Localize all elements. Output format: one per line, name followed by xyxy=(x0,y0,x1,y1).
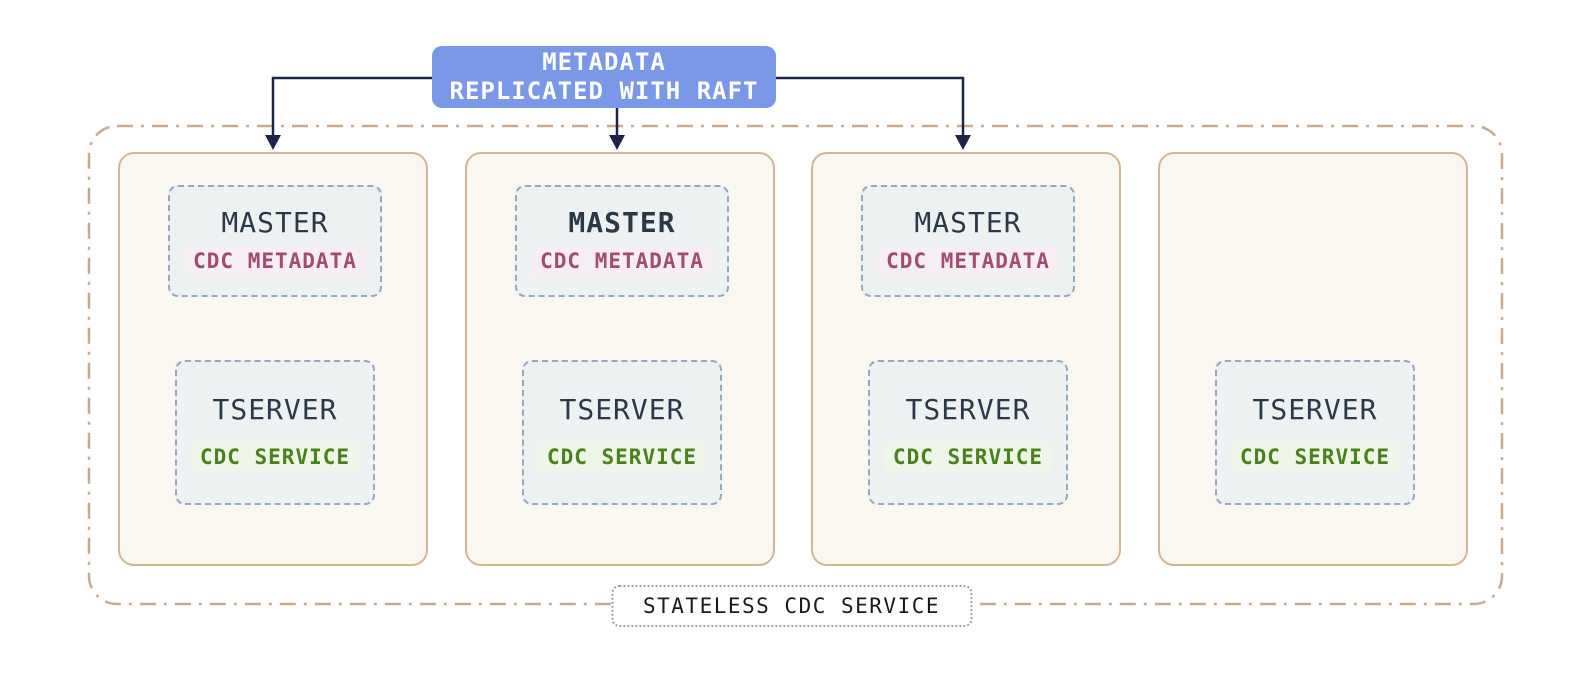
node-3: MASTER CDC METADATA TSERVER CDC SERVICE xyxy=(811,152,1121,566)
cdc-metadata-badge: CDC METADATA xyxy=(531,246,713,276)
cdc-metadata-badge: CDC METADATA xyxy=(184,246,366,276)
arrowhead-node-1 xyxy=(265,135,281,150)
cdc-service-badge: CDC SERVICE xyxy=(1230,442,1400,472)
master-label: MASTER xyxy=(221,206,329,239)
tserver-label: TSERVER xyxy=(212,393,338,426)
tserver-box: TSERVER CDC SERVICE xyxy=(522,360,722,505)
master-label: MASTER xyxy=(568,206,676,239)
node-2: MASTER CDC METADATA TSERVER CDC SERVICE xyxy=(465,152,775,566)
metadata-raft-line1: METADATA xyxy=(542,47,666,76)
master-box: MASTER CDC METADATA xyxy=(168,185,382,297)
node-1: MASTER CDC METADATA TSERVER CDC SERVICE xyxy=(118,152,428,566)
tserver-label: TSERVER xyxy=(559,393,685,426)
tserver-box: TSERVER CDC SERVICE xyxy=(175,360,375,505)
tserver-label: TSERVER xyxy=(1252,393,1378,426)
metadata-raft-box: METADATA REPLICATED WITH RAFT xyxy=(432,46,776,108)
arrowhead-node-3 xyxy=(955,135,971,150)
master-box: MASTER CDC METADATA xyxy=(861,185,1075,297)
tserver-box: TSERVER CDC SERVICE xyxy=(1215,360,1415,505)
master-label: MASTER xyxy=(914,206,1022,239)
cdc-service-badge: CDC SERVICE xyxy=(883,442,1053,472)
cdc-metadata-badge: CDC METADATA xyxy=(877,246,1059,276)
tserver-box: TSERVER CDC SERVICE xyxy=(868,360,1068,505)
metadata-raft-line2: REPLICATED WITH RAFT xyxy=(449,77,759,105)
tserver-label: TSERVER xyxy=(905,393,1031,426)
node-4: TSERVER CDC SERVICE xyxy=(1158,152,1468,566)
master-box: MASTER CDC METADATA xyxy=(515,185,729,297)
arrowhead-node-2 xyxy=(609,135,625,150)
cdc-service-badge: CDC SERVICE xyxy=(537,442,707,472)
stateless-cdc-service-label: STATELESS CDC SERVICE xyxy=(610,585,973,627)
cdc-service-badge: CDC SERVICE xyxy=(190,442,360,472)
